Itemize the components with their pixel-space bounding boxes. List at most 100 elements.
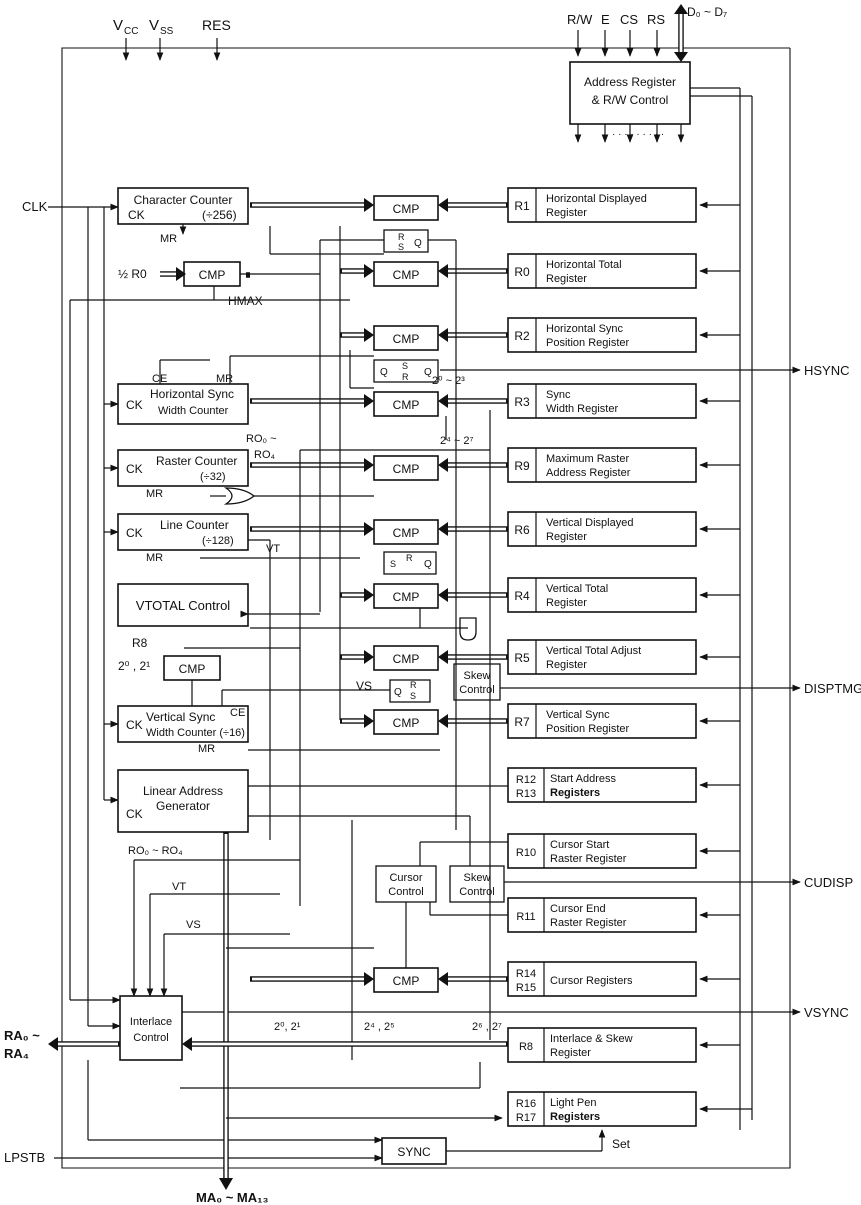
svg-text:Q: Q	[414, 238, 422, 249]
register-r6: R6 Vertical Displayed Register	[507, 511, 697, 547]
register-control-arrows	[699, 201, 752, 1113]
svg-text:Vertical Total Adjust: Vertical Total Adjust	[546, 645, 641, 657]
svg-text:Address Register: Address Register	[584, 75, 676, 89]
ff-vsync: Q R S	[389, 679, 431, 703]
svg-text:RO₄: RO₄	[254, 449, 276, 461]
svg-text:CK: CK	[126, 807, 143, 821]
svg-text:R8: R8	[519, 1041, 533, 1053]
svg-text:Horizontal Sync: Horizontal Sync	[546, 323, 624, 335]
svg-text:Cursor Start: Cursor Start	[550, 839, 609, 851]
svg-text:Control: Control	[459, 886, 494, 898]
line-counter: CK Line Counter (÷128)	[117, 513, 249, 551]
svg-text:Interlace: Interlace	[130, 1016, 172, 1028]
svg-text:Vertical Displayed: Vertical Displayed	[546, 517, 633, 529]
skew-control-cursor: Skew Control	[449, 865, 505, 903]
svg-text:MA₀ ~ MA₁₃: MA₀ ~ MA₁₃	[196, 1190, 269, 1205]
svg-text:HMAX: HMAX	[228, 294, 263, 308]
svg-text:Width Counter: Width Counter	[158, 405, 229, 417]
svg-text:RO₀ ~: RO₀ ~	[246, 433, 277, 445]
register-control-bus	[690, 87, 753, 1130]
raster-counter: CK Raster Counter (÷32)	[117, 449, 249, 487]
svg-text:Generator: Generator	[156, 799, 210, 813]
svg-text:S: S	[402, 361, 408, 371]
svg-text:Light Pen: Light Pen	[550, 1097, 596, 1109]
pin-res: RES	[202, 17, 231, 61]
svg-text:Control: Control	[459, 684, 494, 696]
svg-text:R/W: R/W	[567, 12, 593, 27]
svg-text:2⁶ , 2⁷: 2⁶ , 2⁷	[472, 1021, 502, 1033]
svg-text:Vertical Total: Vertical Total	[546, 583, 608, 595]
svg-text:Cursor: Cursor	[389, 872, 422, 884]
svg-text:2⁴ , 2⁵: 2⁴ , 2⁵	[364, 1021, 395, 1033]
svg-text:R10: R10	[516, 847, 536, 859]
svg-text:Position Register: Position Register	[546, 337, 629, 349]
register-column: R1 Horizontal Displayed Register R0 Hori…	[507, 187, 697, 1127]
svg-text:MR: MR	[198, 743, 215, 755]
skew-control-display: Skew Control	[453, 663, 501, 701]
svg-text:Width Register: Width Register	[546, 403, 618, 415]
svg-text:Q: Q	[394, 687, 402, 698]
svg-text:Position Register: Position Register	[546, 723, 629, 735]
cmp-r0: CMP	[373, 261, 439, 287]
cmp-r14: CMP	[373, 967, 439, 993]
svg-text:Horizontal Displayed: Horizontal Displayed	[546, 193, 647, 205]
svg-text:2⁰ , 2¹: 2⁰ , 2¹	[118, 659, 150, 673]
svg-text:R11: R11	[516, 911, 535, 923]
svg-text:R12: R12	[516, 774, 536, 786]
svg-text:2⁴ ~ 2⁷: 2⁴ ~ 2⁷	[440, 435, 473, 447]
svg-text:VS: VS	[186, 919, 201, 931]
svg-text:CMP: CMP	[393, 462, 420, 476]
output-ma: MA₀ ~ MA₁₃	[196, 832, 503, 1205]
register-r12-r13: R12 R13 Start Address Registers	[507, 767, 697, 803]
svg-text:VSYNC: VSYNC	[804, 1005, 849, 1020]
svg-text:Set: Set	[612, 1137, 631, 1151]
svg-text:Start Address: Start Address	[550, 773, 617, 785]
svg-text:Register: Register	[546, 597, 587, 609]
svg-text:2⁰, 2¹: 2⁰, 2¹	[274, 1021, 301, 1033]
svg-text:R6: R6	[514, 523, 530, 537]
pin-vss: V SS	[149, 17, 174, 61]
svg-text:RA₀ ~: RA₀ ~	[4, 1028, 40, 1043]
svg-text:CUDISP: CUDISP	[804, 875, 853, 890]
register-r11: R11 Cursor End Raster Register	[507, 897, 697, 933]
svg-text:CMP: CMP	[393, 652, 420, 666]
svg-text:D₀ ~ D₇: D₀ ~ D₇	[687, 5, 727, 19]
pin-rs: RS	[647, 12, 665, 57]
output-hsync: HSYNC	[440, 363, 850, 378]
svg-text:Register: Register	[550, 1047, 591, 1059]
svg-text:SYNC: SYNC	[397, 1145, 431, 1159]
vtotal-control: VTOTAL Control	[117, 583, 249, 627]
svg-text:CMP: CMP	[179, 662, 206, 676]
svg-text:R0: R0	[514, 265, 530, 279]
cmp-r9: CMP	[373, 455, 439, 481]
register-r8: R8 Interlace & Skew Register	[507, 1027, 697, 1063]
cmp-r1: CMP	[373, 195, 439, 221]
register-r16-r17: R16 R17 Light Pen Registers	[507, 1091, 697, 1127]
register-r2: R2 Horizontal Sync Position Register	[507, 317, 697, 353]
cmp-r6: CMP	[373, 519, 439, 545]
cmp-r5: CMP	[373, 645, 439, 671]
svg-text:Vertical Sync: Vertical Sync	[546, 709, 610, 721]
register-r3: R3 Sync Width Register	[507, 383, 697, 419]
svg-text:CMP: CMP	[393, 974, 420, 988]
register-r1: R1 Horizontal Displayed Register	[507, 187, 697, 223]
svg-text:Raster Register: Raster Register	[550, 917, 627, 929]
svg-text:· · · · · · · · ·: · · · · · · · · ·	[612, 129, 664, 140]
cmp-r7: CMP	[373, 709, 439, 735]
register-r14-r15: R14 R15 Cursor Registers	[507, 961, 697, 997]
sync-block: SYNC	[381, 1137, 447, 1165]
register-r9: R9 Maximum Raster Address Register	[507, 447, 697, 483]
svg-text:Cursor Registers: Cursor Registers	[550, 975, 633, 987]
svg-text:Register: Register	[546, 659, 587, 671]
comparator-column: CMP CMP CMP CMP CMP CMP CMP CMP CMP CMP …	[163, 195, 439, 993]
svg-text:2⁰ ~ 2³: 2⁰ ~ 2³	[432, 375, 465, 387]
svg-text:Maximum Raster: Maximum Raster	[546, 453, 629, 465]
svg-text:VT: VT	[266, 543, 280, 555]
register-r4: R4 Vertical Total Register	[507, 577, 697, 613]
svg-text:E: E	[601, 12, 610, 27]
or-gate-raster	[223, 487, 256, 505]
svg-text:(÷32): (÷32)	[200, 471, 226, 483]
svg-text:CK: CK	[126, 718, 143, 732]
input-lpstb: LPSTB Set	[4, 1060, 631, 1165]
